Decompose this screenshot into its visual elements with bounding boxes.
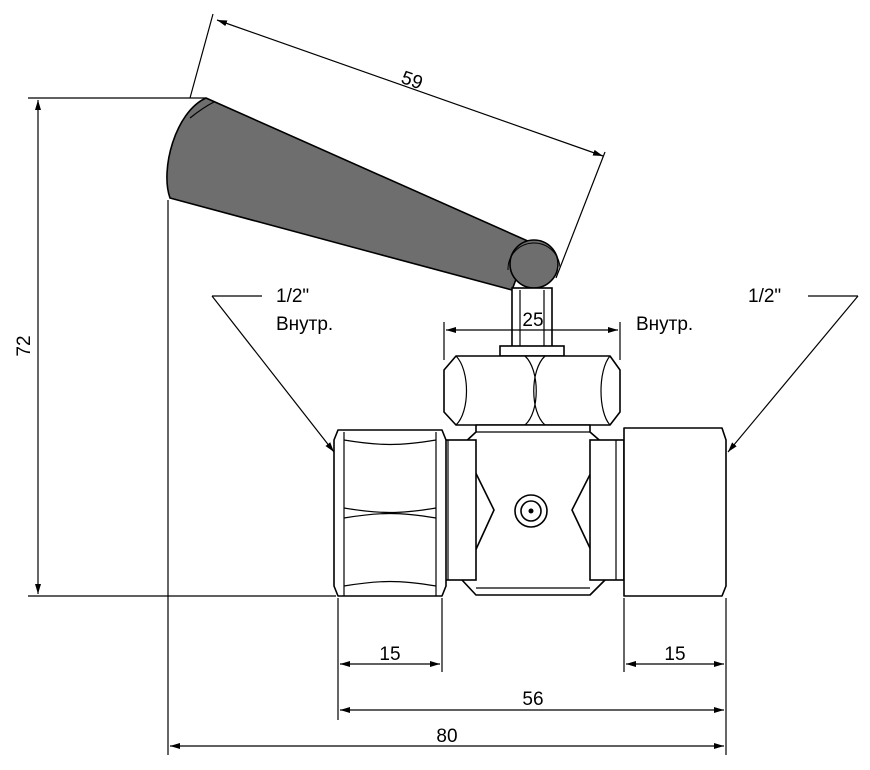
dim-label-72: 72 bbox=[14, 335, 35, 356]
dim-total-length: 80 bbox=[170, 726, 724, 749]
top-hex-nut bbox=[443, 355, 621, 426]
handle-lever bbox=[166, 97, 531, 291]
valve-body bbox=[441, 424, 625, 596]
dim-label-59: 59 bbox=[398, 67, 425, 94]
dim-left-thread: 15 bbox=[340, 644, 440, 667]
dim-label-56: 56 bbox=[522, 689, 543, 710]
dim-label-80: 80 bbox=[436, 726, 457, 747]
dim-body-length: 56 bbox=[340, 689, 724, 713]
dim-label-25: 25 bbox=[522, 310, 543, 331]
handle bbox=[166, 97, 565, 357]
dim-right-thread: 15 bbox=[626, 644, 724, 667]
left-thread-callout: 1/2" Внутр. bbox=[211, 286, 335, 453]
left-callout-type: Внутр. bbox=[276, 314, 333, 335]
left-callout-size: 1/2" bbox=[276, 286, 309, 307]
stem bbox=[511, 287, 553, 353]
dim-label-15-left: 15 bbox=[379, 644, 400, 665]
right-round-end bbox=[623, 427, 727, 597]
dim-label-15-right: 15 bbox=[664, 644, 685, 665]
handle-ball bbox=[509, 239, 559, 289]
dim-stem-width: 25 bbox=[443, 310, 621, 360]
right-callout-size: 1/2" bbox=[748, 286, 781, 307]
right-thread-callout: 1/2" Внутр. bbox=[636, 286, 859, 453]
dim-height: 72 bbox=[14, 97, 336, 597]
right-callout-type: Внутр. bbox=[636, 314, 693, 335]
left-hex-end bbox=[333, 429, 447, 597]
